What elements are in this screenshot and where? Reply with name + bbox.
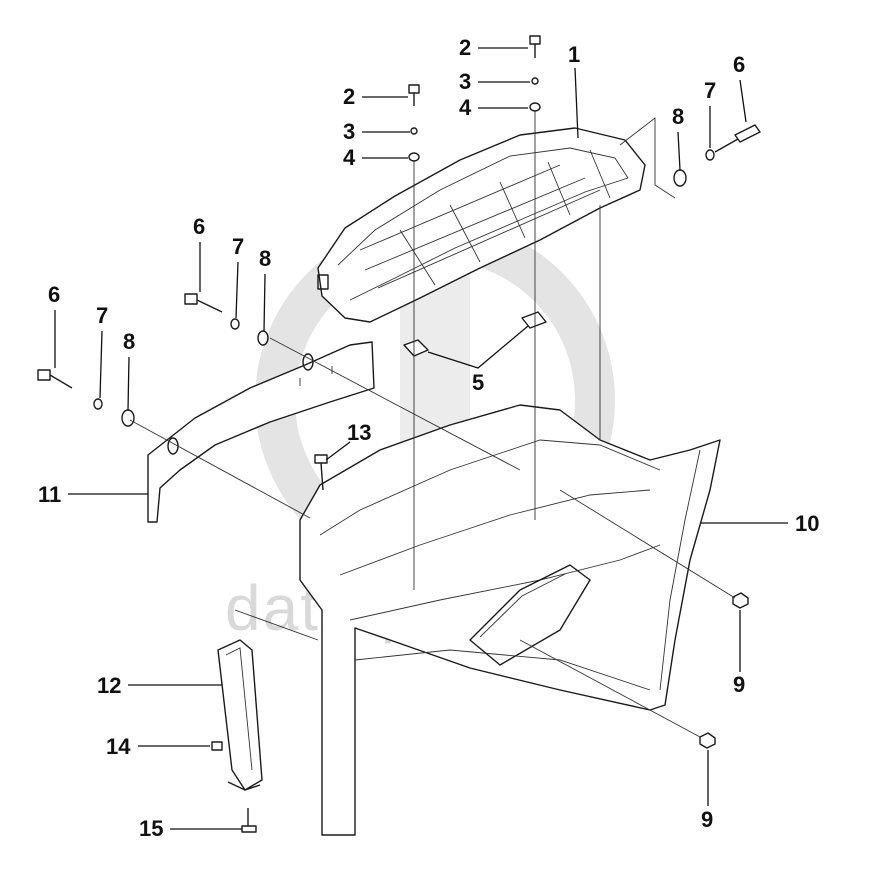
callout-12: 12 bbox=[97, 673, 222, 698]
bolt-6-right bbox=[714, 124, 761, 153]
part-11-cover-panel bbox=[147, 341, 375, 523]
screw-2-left bbox=[408, 84, 420, 106]
callout-label-7-middle: 7 bbox=[232, 234, 244, 259]
callout-label-8-right: 8 bbox=[672, 104, 684, 129]
callout-2-left: 2 bbox=[343, 84, 408, 109]
callout-5: 5 bbox=[427, 325, 529, 395]
clip-14 bbox=[211, 741, 223, 751]
callout-label-5: 5 bbox=[472, 370, 484, 395]
callout-label-7-left: 7 bbox=[96, 303, 108, 328]
callout-label-3-left: 3 bbox=[343, 119, 355, 144]
bolt-6-left bbox=[37, 369, 73, 389]
callout-label-7-right: 7 bbox=[704, 78, 716, 103]
callout-label-11: 11 bbox=[38, 482, 61, 507]
callout-label-2-right: 2 bbox=[459, 35, 471, 60]
bolt-6-middle bbox=[184, 293, 223, 313]
washer-7-middle bbox=[230, 318, 240, 330]
fasteners bbox=[37, 35, 761, 833]
callout-label-9-upper: 9 bbox=[733, 672, 745, 697]
washer-4-right bbox=[529, 102, 541, 112]
callout-label-14: 14 bbox=[106, 734, 131, 759]
washer-8-right bbox=[673, 169, 687, 187]
callout-label-4-right: 4 bbox=[459, 95, 472, 120]
callout-15: 15 bbox=[139, 816, 242, 841]
callout-8-left: 8 bbox=[123, 329, 135, 411]
part-10-side-trim bbox=[299, 404, 721, 836]
assembly-lines bbox=[129, 110, 736, 738]
washer-3-left bbox=[410, 127, 418, 135]
nut-9-lower bbox=[699, 732, 716, 749]
callout-label-8-left: 8 bbox=[123, 329, 135, 354]
part-1-tray bbox=[317, 127, 646, 323]
callout-label-3-right: 3 bbox=[459, 69, 471, 94]
nut-9-upper bbox=[732, 592, 749, 609]
callout-9-upper: 9 bbox=[733, 610, 745, 697]
callout-label-4-left: 4 bbox=[343, 145, 356, 170]
callout-7-middle: 7 bbox=[232, 234, 244, 319]
washer-8-middle bbox=[257, 330, 269, 346]
callout-label-6-left: 6 bbox=[48, 282, 60, 307]
callout-8-middle: 8 bbox=[259, 246, 271, 332]
callout-6-middle: 6 bbox=[193, 214, 205, 292]
callout-11: 11 bbox=[38, 482, 148, 507]
callout-3-right: 3 bbox=[459, 69, 530, 94]
callout-label-6-right: 6 bbox=[733, 52, 745, 77]
screw-2-right bbox=[529, 35, 541, 58]
callout-label-15: 15 bbox=[139, 816, 163, 841]
washer-3-right bbox=[531, 77, 539, 85]
washer-8-left bbox=[121, 409, 135, 427]
callout-6-right: 6 bbox=[733, 52, 747, 123]
clip-5-left bbox=[403, 339, 429, 357]
washer-7-left bbox=[93, 398, 103, 410]
callout-8-right: 8 bbox=[672, 104, 684, 171]
washer-4-left bbox=[408, 152, 420, 162]
callout-label-9-lower: 9 bbox=[701, 807, 713, 832]
callout-4-left: 4 bbox=[343, 145, 408, 170]
washer-7-right bbox=[705, 149, 715, 161]
part-12-bracket bbox=[217, 639, 263, 791]
callout-label-13: 13 bbox=[347, 420, 371, 445]
callout-2-right: 2 bbox=[459, 35, 528, 60]
callout-label-2-left: 2 bbox=[343, 84, 355, 109]
callout-label-10: 10 bbox=[795, 511, 819, 536]
callout-4-right: 4 bbox=[459, 95, 528, 120]
callout-14: 14 bbox=[106, 734, 210, 759]
pin-15 bbox=[241, 808, 257, 833]
callout-7-left: 7 bbox=[96, 303, 108, 399]
callout-6-left: 6 bbox=[48, 282, 60, 368]
clip-5-right bbox=[521, 311, 547, 329]
callout-label-12: 12 bbox=[97, 673, 121, 698]
callout-label-1: 1 bbox=[568, 42, 580, 67]
callout-label-6-middle: 6 bbox=[193, 214, 205, 239]
callout-1: 1 bbox=[568, 42, 580, 139]
callout-7-right: 7 bbox=[704, 78, 716, 148]
callout-10: 10 bbox=[700, 511, 819, 536]
callout-9-lower: 9 bbox=[701, 750, 713, 832]
callout-13: 13 bbox=[325, 420, 371, 461]
callout-label-8-middle: 8 bbox=[259, 246, 271, 271]
callout-3-left: 3 bbox=[343, 119, 410, 144]
